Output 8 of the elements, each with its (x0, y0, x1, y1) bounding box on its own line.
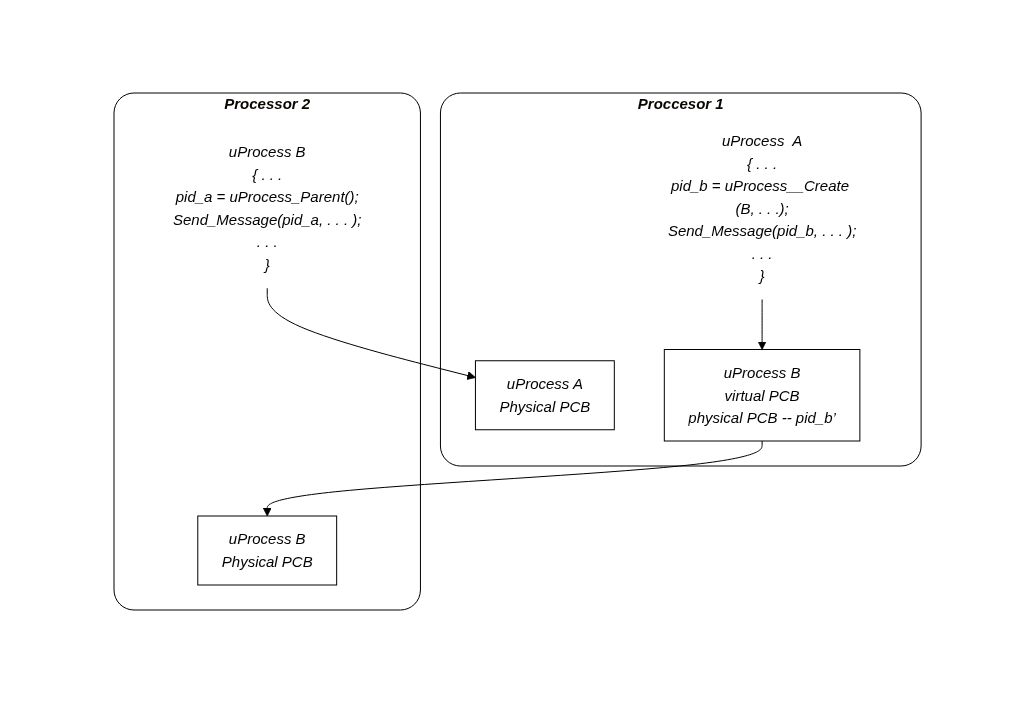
arrow (263, 440, 764, 517)
node-box: uProcess B virtual PCB physical PCB -- pid_b’ (664, 349, 861, 442)
node-text: uProcess B { . . . pid_a = uProcess_Parent(); Send_Message(pid_a, . . . ); . . . } (173, 143, 362, 273)
arrow (758, 299, 767, 350)
arrow (267, 287, 477, 380)
node-box: uProcess A Physical PCB (475, 360, 616, 431)
node-text: uProcess A { . . . pid_b = uProcess__Create (B, . . .); Send_Message(pid_b, . . . ); . . . } (668, 132, 857, 284)
node-box: uProcess B Physical PCB (197, 515, 338, 586)
